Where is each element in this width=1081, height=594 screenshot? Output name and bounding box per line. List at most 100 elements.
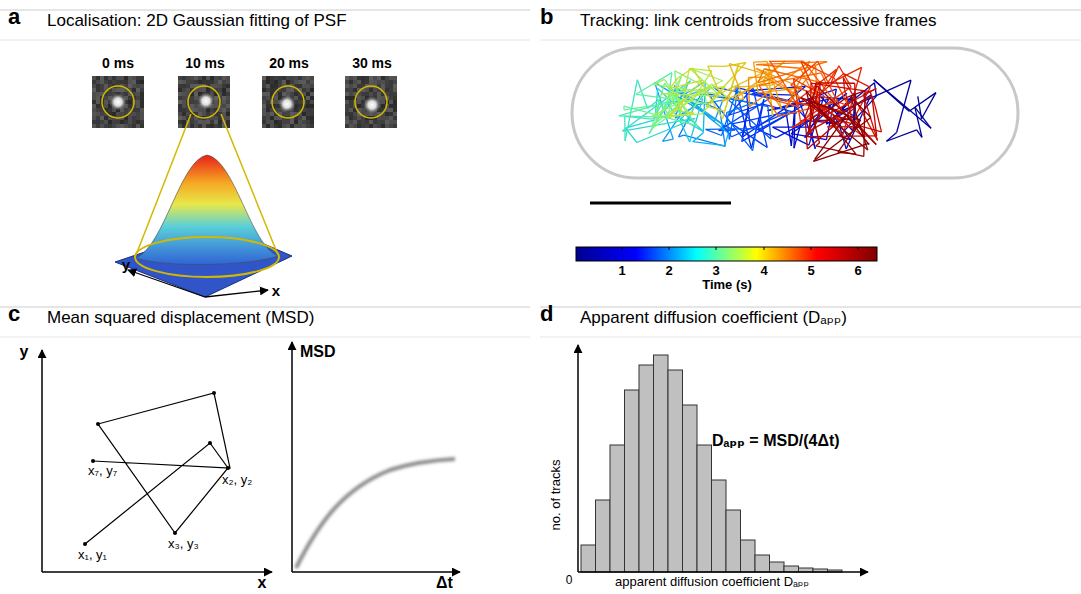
panel-title: Localisation: 2D Gaussian fitting of PSF [47,11,347,31]
track-segment [846,115,868,144]
track-segment [776,121,808,138]
track-segment [874,80,931,129]
panel-title: Apparent diffusion coefficient (Dₐₚₚ) [580,308,847,328]
track-segment [851,97,871,118]
histogram-bar [697,445,712,572]
track-segment [725,133,729,145]
track-segment [909,93,936,112]
tick-label: 5 [807,264,814,279]
track-segment [670,78,678,89]
axis-title: apparent diffusion coefficient Dₐₚₚ [615,575,809,590]
colour-bar [576,247,877,261]
msd-curve-plot [292,342,460,572]
track-segment [758,69,764,83]
scale-bar [590,202,731,205]
histogram-bar [610,445,625,572]
track-segment [693,133,704,142]
histogram-bar [581,545,596,572]
tick-label: 2 [665,264,672,279]
colour-bar-ticks [622,247,858,250]
track-segment [809,96,872,132]
panel-letter: c [8,301,20,326]
axis-label: y [122,256,130,273]
panel-letter: b [540,4,553,29]
track-segment [652,83,664,126]
track-segment [665,83,698,126]
axis-label: y [20,343,29,361]
histogram-bar [755,555,770,572]
track-segment [813,118,870,162]
axis-origin: 0 [566,574,573,588]
track-segment [654,79,665,84]
track-segment [753,129,757,151]
formula: Dₐₚₚ = MSD/(4Δt) [712,432,840,450]
track-segment [886,132,896,141]
track-segment [702,87,725,114]
histogram-bar [654,355,669,572]
track-segment [704,91,706,104]
track-segment [800,68,817,102]
track-segment [693,142,725,146]
track-segment [637,118,695,142]
point-label: x₂, y₂ [222,473,252,488]
track-segment [722,87,736,102]
point-label: x₁, y₁ [78,548,107,563]
tick-label: 6 [854,264,861,279]
panel-letter: d [540,301,553,326]
histogram-bar [741,540,756,572]
time-label: 10 ms [185,55,225,71]
track-segment [769,60,803,62]
track-segment [636,73,672,95]
histogram-bar [639,365,654,572]
track-segment [754,61,768,63]
histogram-bar [784,566,799,572]
histogram-bar [712,480,727,572]
track-segment [872,96,877,136]
track-segment [768,107,771,140]
cell-and-tracks [572,48,1018,261]
track-segment [678,68,693,78]
tick-label: 3 [712,264,719,279]
track-segment [708,65,725,67]
track-segment [807,107,855,149]
frame-image [262,76,314,128]
track-segment [708,66,720,93]
axis-label: x [258,574,267,592]
point-label: x₇, y₇ [88,464,117,479]
track-segment [749,61,809,107]
track-segment [706,106,725,111]
tick-label: 4 [760,264,767,279]
axis-title: Δt [436,574,453,592]
point-label: x₃, y₃ [168,537,199,552]
histogram-bar [770,562,785,572]
microscope-frames [92,76,397,128]
track-segment [806,91,856,154]
frame-image [92,76,144,128]
axis-title: Time (s) [702,278,752,293]
axis-title: MSD [300,343,336,361]
track-segment [758,62,827,83]
tick-label: 1 [618,264,625,279]
panel-title: Tracking: link centroids from successive… [580,11,936,31]
track-segment [749,77,766,78]
histogram-bar [726,510,741,572]
track-segment [748,77,750,106]
track-segment [732,112,788,124]
track-segment [773,126,811,127]
panel-letter: a [8,4,20,29]
track-segment [922,93,936,119]
track-segment [848,91,865,97]
track-segment [679,135,684,137]
track-segment [917,130,922,138]
panel-title: Mean squared displacement (MSD) [47,308,314,328]
track-segment [671,84,712,114]
axis-title: no. of tracks [549,460,564,531]
track-segment [816,143,820,146]
track-segment [668,80,702,117]
msd-trajectory-plot [42,350,272,572]
histogram-bar [596,500,611,572]
panel-rules [0,10,1081,337]
track-segment [813,120,829,122]
